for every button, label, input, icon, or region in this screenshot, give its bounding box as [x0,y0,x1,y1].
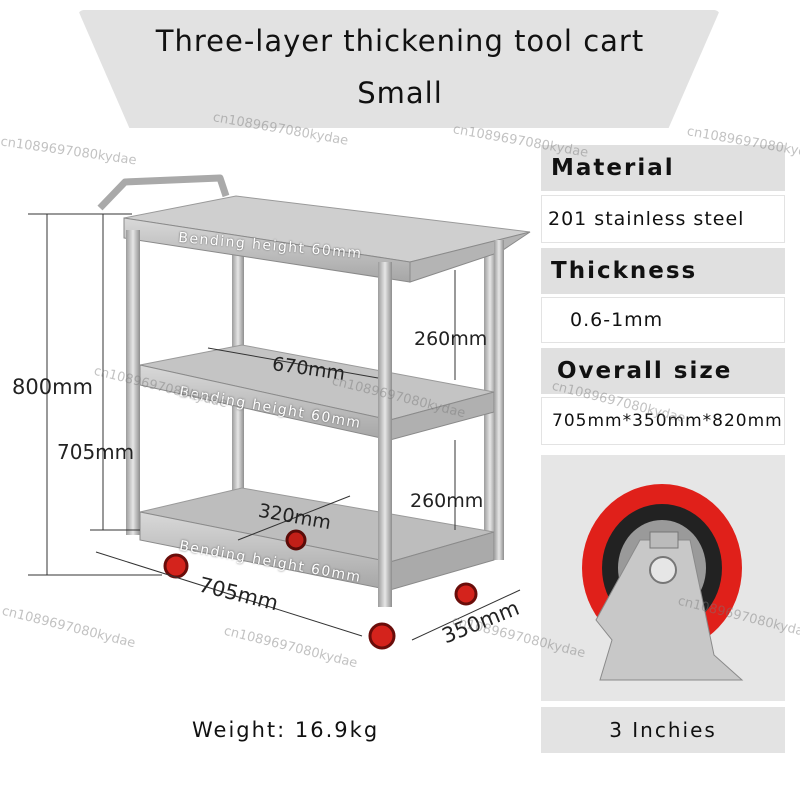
weight-text: Weight: 16.9kg [192,718,380,742]
top-tray [123,195,531,283]
size-label: Overall size [541,348,785,394]
front-left-post [126,230,140,535]
banner-subtitle: Small [357,76,443,110]
thickness-label: Thickness [541,248,785,294]
right-side-post [494,240,504,560]
dimension-lines [28,213,521,641]
lower-gap-label: 260mm [410,490,484,512]
front-right-post [378,262,392,607]
wheel-size-caption: 3 Inchies [541,707,785,753]
body-height-label: 705mm [57,440,135,464]
material-label: Material [541,145,785,191]
size-value: 705mm*350mm*820mm [541,397,785,445]
total-height-label: 800mm [12,375,93,399]
title-banner [78,10,720,128]
handle [97,174,230,211]
thickness-value: 0.6-1mm [541,297,785,343]
upper-gap-label: 260mm [414,328,488,350]
material-value: 201 stainless steel [541,195,785,243]
banner-title: Three-layer thickening tool cart [155,24,645,58]
